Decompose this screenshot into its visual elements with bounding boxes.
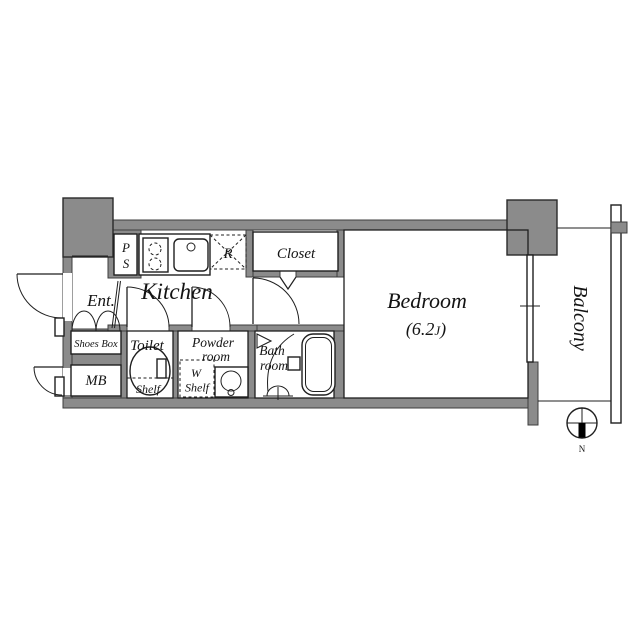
wash-basin-bowl-icon (220, 370, 242, 392)
mb-door-swing-arc (33, 366, 63, 396)
balcony-railing (610, 204, 622, 424)
bath-room-fixtures (256, 333, 336, 400)
wall-bottom (62, 397, 539, 409)
shoes-box-label: Shoes Box (74, 339, 118, 350)
hall-partition-door (111, 280, 121, 329)
wall-top (107, 219, 509, 231)
powder-room-label-1: Powder (191, 335, 235, 350)
mb-door-jamb (54, 376, 65, 397)
closet-outline (252, 231, 339, 272)
pipe-space-label-s: S (123, 256, 130, 271)
compass-north-label: N (579, 444, 586, 454)
refrigerator-label: R (223, 246, 233, 262)
stove-burner-icon (148, 242, 162, 256)
interior-doors (126, 276, 300, 328)
pillar-top-left (62, 197, 114, 258)
wall-toilet-left (120, 324, 128, 399)
kitchen-area (138, 233, 247, 276)
refrigerator-cross-icon (209, 234, 247, 270)
wall-bath-north (256, 324, 345, 332)
toilet-label: Toilet (130, 338, 164, 354)
wall-kitchen-south-3 (229, 324, 258, 332)
wash-basin-unit (214, 366, 249, 398)
balcony-area (520, 204, 628, 424)
bath-faucet-icon (263, 385, 293, 400)
pillar-top-right (506, 199, 558, 256)
shoes-box-door-right-arc (95, 310, 121, 332)
wall-closet-bottom-1 (252, 270, 281, 278)
bathtub-inner (305, 337, 332, 392)
stove-burner-icon (148, 257, 162, 271)
closet-folding-door-icon (279, 276, 297, 291)
entry-door-opening (63, 273, 72, 321)
bath-door-swing-arc (267, 333, 295, 393)
pipe-space-label-p: P (121, 240, 130, 255)
bedroom-area-unit: J (434, 323, 441, 338)
wall-kitchen-south-1 (107, 324, 128, 332)
bedroom-sliding-window (526, 254, 534, 363)
powder-door-swing-arc (191, 286, 231, 328)
washer-shelf-label-2: Shelf (185, 381, 211, 395)
wash-basin-drain-icon (227, 389, 235, 396)
wall-right-stub (527, 361, 539, 426)
compass-needle-icon (578, 423, 586, 438)
powder-room-outline (177, 330, 249, 399)
toilet-fixtures (127, 346, 173, 396)
wall-powder-bath-divider (247, 330, 256, 399)
balcony-railing-bracket (610, 221, 628, 234)
entry-door-swing-arc (16, 273, 63, 319)
bedroom-outline (343, 229, 529, 399)
toilet-tank-icon (156, 358, 167, 379)
closet-label: Closet (277, 246, 316, 262)
entrance-label: Ent. (86, 291, 115, 310)
kitchen-sink (173, 238, 209, 272)
bedroom-area-open: (6.2 (406, 319, 435, 340)
bath-room-label-1: Bath (259, 343, 285, 358)
bedroom-door-swing-arc (252, 277, 300, 325)
washer-shelf-label-1: W (191, 366, 202, 380)
powder-room-label-2: room (202, 349, 230, 364)
shoes-box-door-left-arc (71, 310, 97, 332)
compass (566, 407, 598, 439)
wall-kitchen-south-2 (168, 324, 193, 332)
bath-room-label-2: room (260, 358, 288, 373)
room-labels: Ent. Shoes Box MB P S Kitchen R Closet T… (74, 240, 591, 454)
entrance-area (16, 233, 138, 397)
bath-door-marker-icon (256, 333, 273, 349)
toilet-shelf-label: Shelf (136, 382, 162, 396)
bath-counter-icon (287, 356, 301, 371)
wall-toilet-powder-divider (172, 330, 179, 399)
pipe-space-box (113, 233, 138, 276)
washer-shelf-space (179, 359, 215, 398)
kitchen-label: Kitchen (140, 279, 213, 304)
entry-door-jamb (54, 317, 65, 337)
powder-room-fixtures (179, 359, 249, 398)
wall-closet-bottom-2 (295, 270, 341, 278)
meter-box-label: MB (85, 373, 107, 389)
toilet-outline (126, 330, 174, 399)
mb-door-opening (63, 368, 72, 395)
meter-box (70, 364, 122, 397)
wall-closet-left (245, 229, 254, 278)
bedroom-area-label: (6.2J) (406, 319, 446, 340)
sink-faucet-icon (186, 242, 196, 252)
toilet-door-swing-arc (126, 286, 170, 328)
refrigerator-space (209, 234, 247, 270)
bathtub-outer (301, 333, 336, 396)
balcony-label: Balcony (569, 285, 591, 351)
bedroom-label: Bedroom (387, 288, 467, 313)
bedroom-area-close: ) (439, 319, 446, 340)
stove-unit (142, 237, 169, 273)
